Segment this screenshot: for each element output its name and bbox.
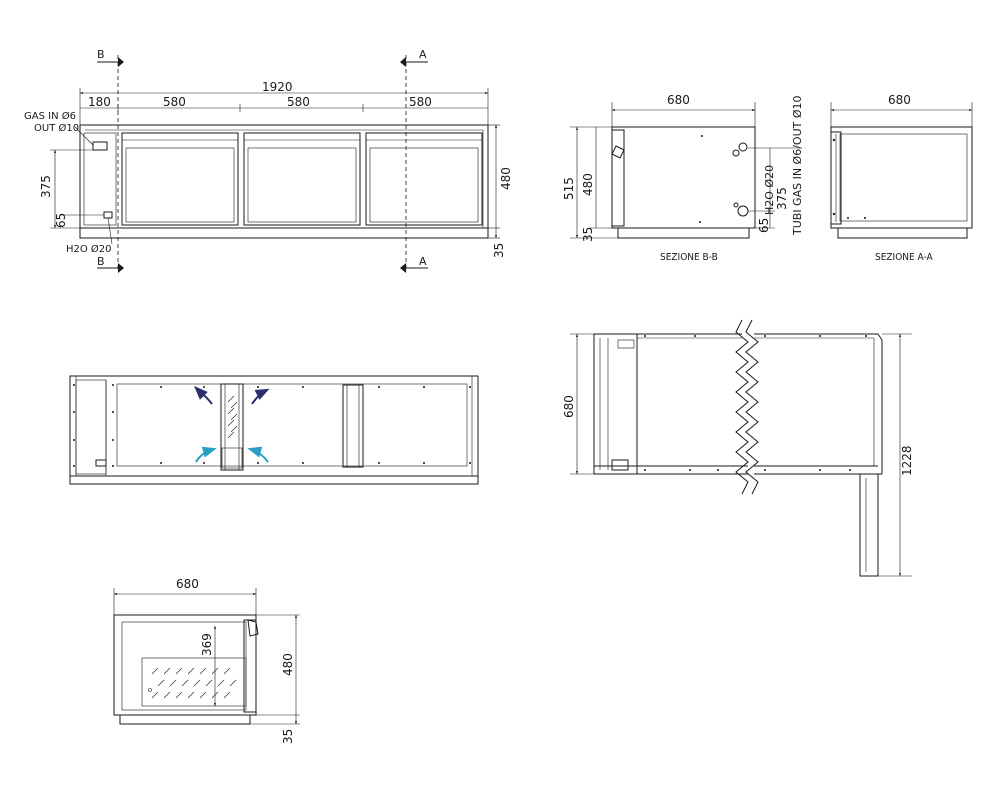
plan-connection <box>95 459 107 467</box>
section-b-label-top: B <box>97 48 105 61</box>
drawer-dim-369: 369 <box>200 633 214 656</box>
dim-375: 375 <box>39 175 53 198</box>
counter-base <box>79 227 489 239</box>
aa-door <box>830 131 842 225</box>
airflow-out-left-arrow <box>194 386 213 405</box>
bb-dim-65: 65 <box>757 218 771 233</box>
dim-seg-180: 180 <box>88 95 111 109</box>
aa-cabinet <box>830 126 973 229</box>
break-line-left <box>735 319 749 495</box>
plan-divider <box>342 384 364 468</box>
section-a-label-top: A <box>419 48 427 61</box>
bb-dim-375: 375 <box>775 187 789 210</box>
bb-h2o-label: H2O Ø20 <box>763 165 776 215</box>
bb-dim-515: 515 <box>562 177 576 200</box>
compressor-compartment <box>83 132 117 226</box>
counter-body <box>79 124 489 229</box>
plan-fixing-dots <box>73 384 471 467</box>
drawer-front-1 <box>121 132 239 226</box>
aa-dim-width: 680 <box>888 93 911 107</box>
airflow-out-right-arrow <box>251 388 270 405</box>
h2o-connection <box>103 211 113 219</box>
section-aa-view: 680 SEZIONE A-A <box>830 93 973 263</box>
bb-caption: SEZIONE B-B <box>660 252 718 263</box>
bb-tubi-gas-label: TUBI GAS IN Ø6/OUT Ø10 <box>791 96 804 237</box>
airflow-in-left-arrow <box>195 446 217 463</box>
aa-base <box>837 227 968 239</box>
drawer-base <box>119 714 251 725</box>
drawer-front-3 <box>365 132 483 226</box>
dim-height-480: 480 <box>499 167 513 190</box>
plan-base <box>69 475 479 485</box>
dim-seg-580-1: 580 <box>163 95 186 109</box>
bb-h2o-pipe <box>737 205 749 217</box>
bb-gas-pipe-1 <box>738 142 748 152</box>
bb-base <box>617 227 750 239</box>
section-bb-view: 680 515 480 35 375 65 H2O Ø20 TUBI GAS I… <box>562 93 804 263</box>
gas-connection <box>92 141 108 151</box>
section-b-label-bottom: B <box>97 255 105 268</box>
aa-caption: SEZIONE A-A <box>875 252 934 263</box>
plan-evaporator-unit <box>220 383 244 471</box>
side-compressor-compartment <box>593 333 638 475</box>
drawer-tub <box>121 621 247 711</box>
gas-out-label: OUT Ø10 <box>34 122 79 134</box>
side-plan-view: 680 1228 <box>562 319 914 577</box>
drawer-detail-view: 680 369 480 35 <box>113 577 300 744</box>
bb-dim-width: 680 <box>667 93 690 107</box>
plan-outline <box>69 375 479 477</box>
drawer-grid <box>141 657 247 707</box>
plan-dim-680: 680 <box>562 395 576 418</box>
plan-fan-box <box>221 447 243 469</box>
section-a-label-bottom: A <box>419 255 427 268</box>
dim-65: 65 <box>54 213 68 228</box>
dim-seg-580-3: 580 <box>409 95 432 109</box>
bb-dim-480: 480 <box>581 173 595 196</box>
dim-seg-580-2: 580 <box>287 95 310 109</box>
side-open-door <box>859 473 879 577</box>
airflow-in-right-arrow <box>247 446 269 463</box>
bb-handle <box>611 145 625 159</box>
drawer-front-2 <box>243 132 361 226</box>
bb-gas-pipe-2 <box>732 149 740 157</box>
drawer-dim-480: 480 <box>281 653 295 676</box>
drawer-dim-680: 680 <box>176 577 199 591</box>
dim-base-35: 35 <box>492 243 506 258</box>
h2o-label: H2O Ø20 <box>66 243 112 255</box>
aa-drawer-outline <box>839 133 968 222</box>
plan-dim-1228: 1228 <box>900 445 914 476</box>
dim-total-width: 1920 <box>262 80 293 94</box>
break-line-right <box>745 319 759 495</box>
drawer-handle <box>247 619 259 637</box>
drawer-dim-35: 35 <box>281 729 295 744</box>
bb-dim-35: 35 <box>581 227 595 242</box>
bb-door <box>611 129 625 227</box>
top-plan-view <box>69 375 479 485</box>
bb-cabinet <box>611 126 756 229</box>
side-fixing-dots <box>644 335 867 471</box>
plan-grille-marks <box>227 395 238 439</box>
front-elevation-view: B B A A 1920 180 580 580 580 <box>24 48 513 273</box>
plan-interior <box>116 383 468 467</box>
gas-in-label: GAS IN Ø6 <box>24 110 76 122</box>
drawer-grid-slots <box>151 667 237 699</box>
drawer-cabinet <box>113 614 257 716</box>
